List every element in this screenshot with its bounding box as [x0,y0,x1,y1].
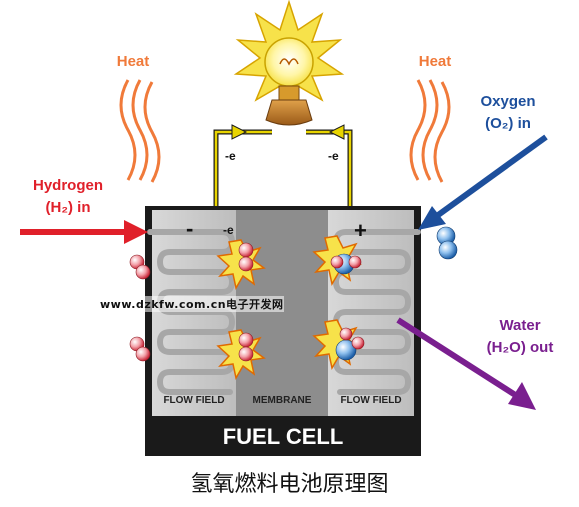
hydrogen-molecule-icon [129,242,254,362]
hydrogen-label-line1: Hydrogen [33,177,103,194]
oxygen-label-line2: (O₂) in [485,115,531,132]
cathode-plus-sign: + [354,218,367,243]
oxygen-molecule-icon [436,226,458,260]
membrane-label: MEMBRANE [253,395,312,406]
heat-waves-right [409,79,451,183]
watermark: www.dzkfw.com.cn电子开发网 [100,296,284,312]
anode-minus-sign: - [186,216,193,241]
flow-field-right-label: FLOW FIELD [340,395,401,406]
fuel-cell-label: FUEL CELL [223,424,344,449]
water-label-line2: (H₂O) out [487,339,554,356]
flow-field-left-label: FLOW FIELD [163,395,224,406]
heat-waves-left [119,79,161,183]
water-label-line1: Water [499,317,540,334]
hydrogen-label-line2: (H₂) in [46,199,91,216]
heat-label-right: Heat [419,53,452,70]
heat-label-left: Heat [117,53,150,70]
water-out-arrow [396,317,536,410]
membrane [236,210,328,416]
water-molecule-icon [330,253,365,361]
light-bulb-icon [233,0,345,126]
figure-caption: 氢氧燃料电池原理图 [190,472,389,497]
electron-label-anode: -e [223,223,234,237]
oxygen-in-arrow [418,134,548,230]
electron-label-left: -e [225,149,236,163]
hydrogen-in-arrow [20,220,148,244]
electron-label-right: -e [328,149,339,163]
oxygen-label-line1: Oxygen [480,93,535,110]
